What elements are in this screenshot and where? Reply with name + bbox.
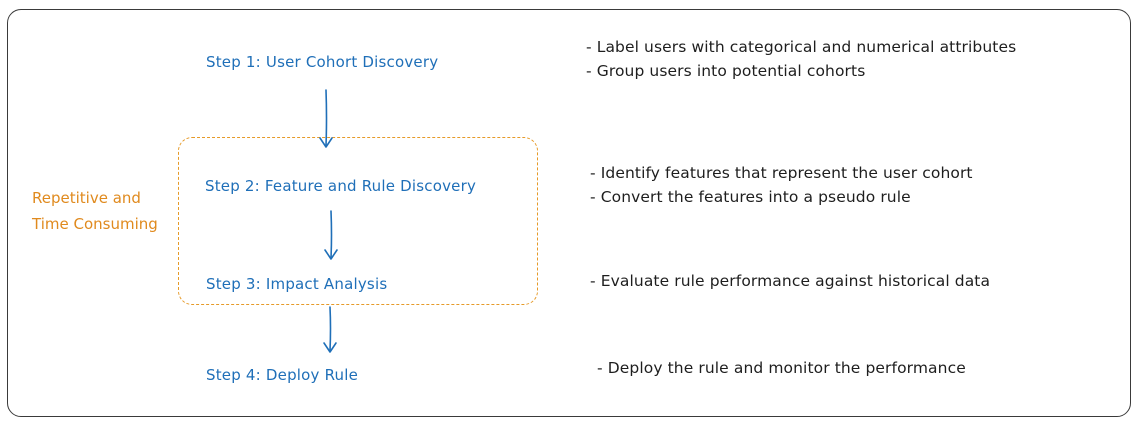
step-2-bullet-1: - Identify features that represent the u… [590, 164, 973, 182]
step-1-bullet-1: - Label users with categorical and numer… [586, 38, 1017, 56]
step-2-label: Step 2: Feature and Rule Discovery [205, 177, 477, 195]
loop-label: Repetitive and Time Consuming [32, 185, 158, 237]
step-1-bullet-2: - Group users into potential cohorts [586, 62, 866, 80]
loop-label-line-1: Repetitive and [32, 189, 141, 207]
diagram-frame [7, 9, 1131, 417]
repetitive-loop-box [178, 137, 538, 305]
step-2-bullet-2: - Convert the features into a pseudo rul… [590, 188, 911, 206]
loop-label-line-2: Time Consuming [32, 215, 158, 233]
step-1-label: Step 1: User Cohort Discovery [206, 53, 439, 71]
step-4-label: Step 4: Deploy Rule [206, 366, 359, 384]
step-4-bullet-1: - Deploy the rule and monitor the perfor… [597, 359, 966, 377]
step-1-description: - Label users with categorical and numer… [586, 35, 1016, 83]
step-2-description: - Identify features that represent the u… [590, 161, 973, 209]
step-3-bullet-1: - Evaluate rule performance against hist… [590, 272, 991, 290]
step-3-description: - Evaluate rule performance against hist… [590, 269, 990, 293]
step-3-label: Step 3: Impact Analysis [206, 275, 388, 293]
step-4-description: - Deploy the rule and monitor the perfor… [597, 356, 966, 380]
